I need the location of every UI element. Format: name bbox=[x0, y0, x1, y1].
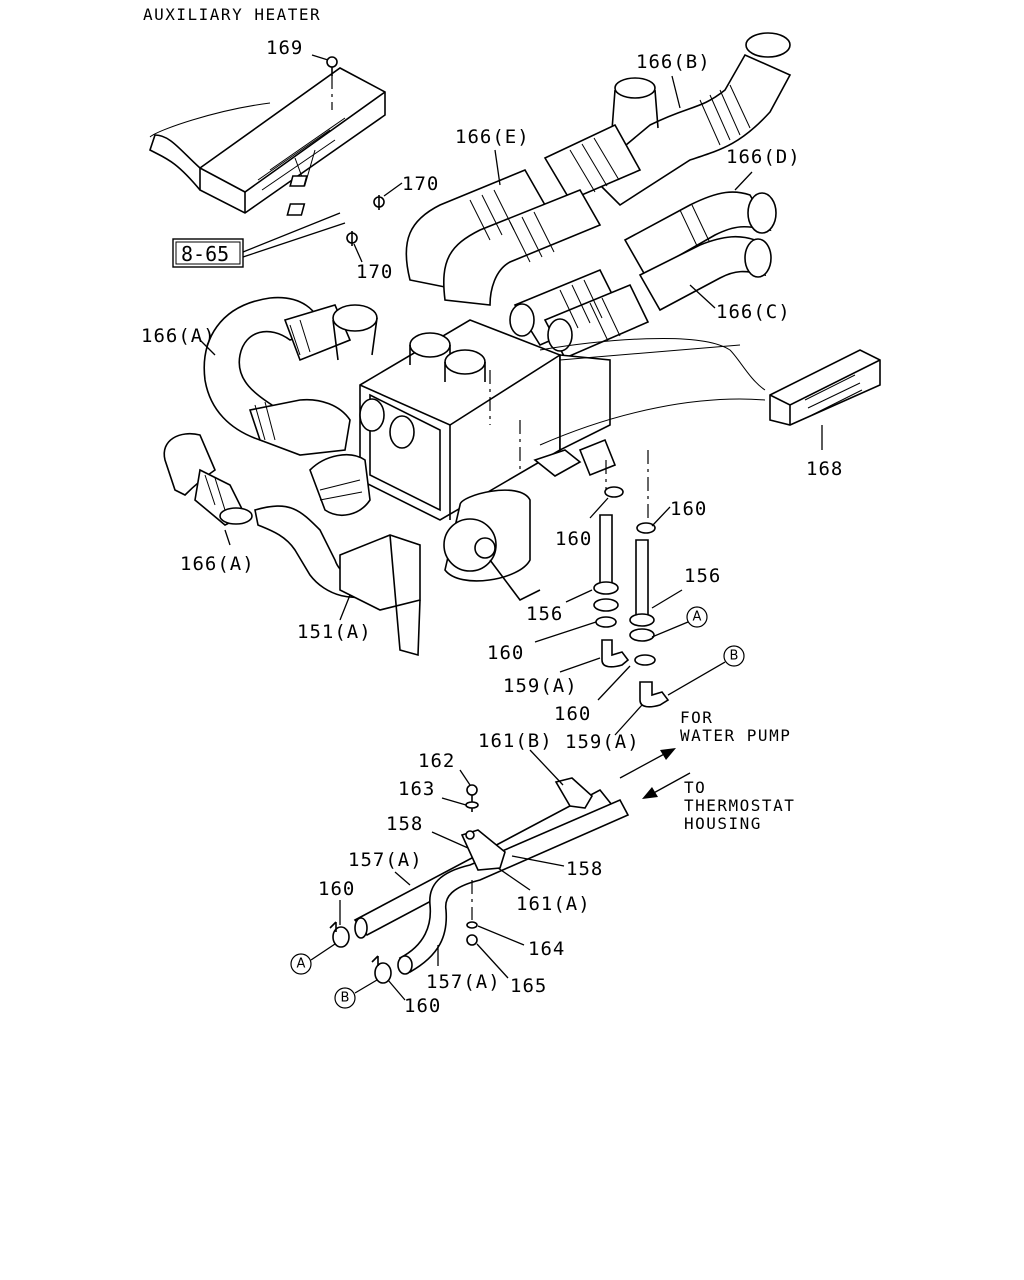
label-166-c: 166(C) bbox=[716, 301, 791, 323]
label-156-a: 156 bbox=[684, 565, 721, 587]
label-170-upper: 170 bbox=[402, 173, 439, 195]
label-168: 168 bbox=[806, 458, 843, 480]
marker-b-lower: B bbox=[334, 979, 378, 1009]
label-164: 164 bbox=[528, 938, 565, 960]
label-160-a: 160 bbox=[555, 528, 592, 550]
note-thermostat-line2: THERMOSTAT bbox=[684, 796, 795, 815]
label-160-f: 160 bbox=[404, 995, 441, 1017]
label-151-a: 151(A) bbox=[297, 621, 372, 643]
label-166-b: 166(B) bbox=[636, 51, 711, 73]
switch-168 bbox=[539, 337, 881, 446]
nut-165 bbox=[466, 934, 478, 946]
connector-part bbox=[289, 175, 308, 187]
label-166-a-bottom: 166(A) bbox=[180, 553, 255, 575]
control-panel-assembly bbox=[149, 67, 386, 216]
note-thermostat-line1: TO bbox=[684, 778, 706, 797]
label-165: 165 bbox=[510, 975, 547, 997]
pipe-156-right bbox=[629, 450, 656, 642]
screw-170-upper bbox=[373, 195, 385, 210]
note-water-pump-line2: WATER PUMP bbox=[680, 726, 791, 745]
duct-166-b bbox=[543, 32, 792, 207]
label-157-a-2: 157(A) bbox=[426, 971, 501, 993]
label-160-b: 160 bbox=[670, 498, 707, 520]
svg-text:B: B bbox=[730, 649, 739, 664]
elbow-159-a-lower bbox=[639, 681, 670, 708]
svg-text:B: B bbox=[341, 991, 350, 1006]
marker-a-lower: A bbox=[290, 943, 336, 975]
label-161-b: 161(B) bbox=[478, 730, 553, 752]
label-166-d: 166(D) bbox=[726, 146, 801, 168]
label-166-e: 166(E) bbox=[455, 126, 530, 148]
screw-169 bbox=[326, 56, 338, 76]
label-159-a-1: 159(A) bbox=[503, 675, 578, 697]
washer-164 bbox=[466, 880, 478, 929]
label-162: 162 bbox=[418, 750, 455, 772]
water-pipe-157-a-lower bbox=[397, 798, 630, 975]
svg-text:A: A bbox=[297, 957, 306, 972]
label-166-a-top: 166(A) bbox=[141, 325, 216, 347]
hose-clamp-160-left bbox=[329, 921, 350, 948]
duct-166-e bbox=[405, 168, 602, 306]
bracket-161-b bbox=[554, 777, 594, 809]
flow-arrow-from-thermostat bbox=[642, 772, 691, 799]
label-160-c: 160 bbox=[487, 642, 524, 664]
hose-clamp-160-right bbox=[371, 955, 392, 984]
duct-166-d bbox=[623, 191, 777, 277]
note-water-pump-line1: FOR bbox=[680, 708, 713, 727]
label-170-lower: 170 bbox=[356, 261, 393, 283]
note-thermostat-line3: HOUSING bbox=[684, 814, 762, 833]
duct-166-c bbox=[509, 235, 772, 360]
svg-text:A: A bbox=[693, 610, 702, 625]
label-157-a-1: 157(A) bbox=[348, 849, 423, 871]
label-158-a: 158 bbox=[386, 813, 423, 835]
connector-part bbox=[286, 203, 306, 216]
elbow-159-a-upper bbox=[595, 616, 656, 668]
label-169: 169 bbox=[266, 37, 303, 59]
label-159-a-2: 159(A) bbox=[565, 731, 640, 753]
label-161-a: 161(A) bbox=[516, 893, 591, 915]
washer-163 bbox=[465, 801, 479, 809]
flow-arrow-to-water-pump bbox=[619, 748, 676, 779]
reference-box-text: 8-65 bbox=[181, 242, 229, 266]
label-163: 163 bbox=[398, 778, 435, 800]
label-160-e: 160 bbox=[318, 878, 355, 900]
reference-box-8-65: 8-65 bbox=[172, 212, 346, 268]
label-156-b: 156 bbox=[526, 603, 563, 625]
diagram-title: AUXILIARY HEATER bbox=[143, 5, 321, 24]
label-158-b: 158 bbox=[566, 858, 603, 880]
pipe-156-left bbox=[593, 460, 624, 612]
heater-unit-151-a bbox=[309, 319, 617, 657]
marker-b-upper: B bbox=[667, 645, 745, 696]
screw-170-lower bbox=[346, 231, 358, 246]
marker-a-upper: A bbox=[651, 606, 708, 638]
label-160-d: 160 bbox=[554, 703, 591, 725]
bracket-161-a bbox=[460, 829, 506, 871]
duct-166-a-upper bbox=[203, 296, 378, 456]
